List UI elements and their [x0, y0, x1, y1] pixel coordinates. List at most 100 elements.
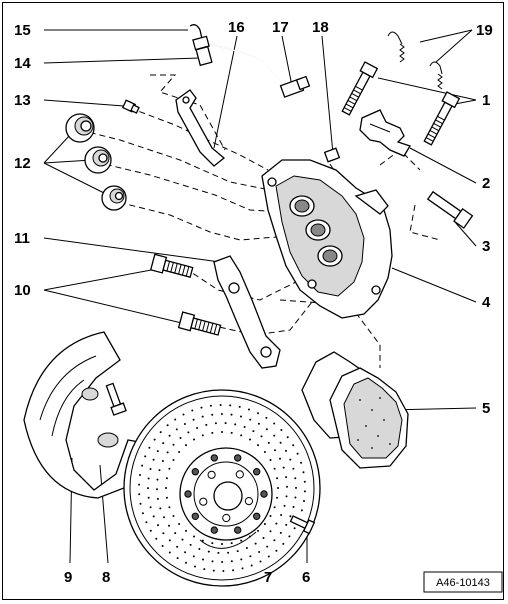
- disc-drill-hole: [294, 496, 297, 499]
- disc-screw: [289, 515, 316, 535]
- disc-drill-hole: [279, 457, 281, 460]
- disc-drill-hole: [267, 441, 270, 444]
- disc-drill-hole: [245, 547, 248, 549]
- disc-drill-hole: [174, 418, 177, 421]
- disc-drill-hole: [249, 535, 251, 538]
- disc-drill-hole: [211, 560, 214, 563]
- disc-drill-hole: [273, 422, 276, 425]
- disc-drill-hole: [249, 418, 252, 421]
- callout-17: 17: [272, 19, 289, 36]
- disc-drill-hole: [196, 427, 199, 429]
- callout-2: 2: [482, 175, 490, 192]
- disc-drill-hole: [243, 426, 246, 428]
- disc-drill-hole: [273, 467, 276, 470]
- brake-caliper: [261, 159, 393, 319]
- disc-drill-hole: [172, 459, 175, 461]
- wheel-stud-hole: [235, 470, 244, 479]
- springs: [387, 31, 443, 90]
- disc-drill-hole: [176, 557, 179, 560]
- bleed-screw: [121, 99, 140, 114]
- callout-5: 5: [482, 400, 490, 417]
- figure-frame: [2, 2, 504, 600]
- callout-7: 7: [264, 569, 272, 586]
- disc-drill-hole: [288, 535, 291, 538]
- disc-drill-hole: [162, 442, 165, 445]
- disc-drill-hole: [184, 551, 187, 554]
- callout-9: 9: [64, 569, 72, 586]
- hub-bolt-hole: [234, 526, 242, 534]
- disc-drill-hole: [157, 524, 159, 527]
- disc-drill-hole: [266, 545, 269, 548]
- disc-drill-hole: [229, 404, 232, 407]
- disc-drill-hole: [289, 458, 292, 461]
- disc-drill-hole: [269, 459, 272, 461]
- bracket-bolts: [149, 253, 222, 336]
- disc-drill-hole: [240, 558, 243, 561]
- disc-drill-hole: [276, 496, 279, 499]
- disc-drill-hole: [147, 487, 149, 490]
- disc-drill-hole: [259, 560, 262, 563]
- hub-bolt-hole: [210, 526, 219, 534]
- disc-drill-hole: [168, 524, 170, 527]
- disc-drill-hole: [185, 444, 187, 447]
- disc-drill-hole: [221, 431, 223, 433]
- disc-drill-hole: [269, 530, 272, 533]
- callout-12: 12: [14, 155, 31, 172]
- disc-drill-hole: [292, 444, 295, 447]
- disc-drill-hole: [159, 431, 162, 434]
- disc-drill-hole: [227, 551, 230, 554]
- disc-drill-hole: [193, 438, 195, 441]
- disc-drill-hole: [257, 412, 259, 415]
- callout-13: 13: [14, 92, 31, 109]
- disc-drill-hole: [249, 555, 252, 558]
- disc-drill-hole: [155, 537, 158, 540]
- callout-18: 18: [312, 19, 329, 36]
- brake-pads: [301, 351, 409, 469]
- assembly-dashed-lines: [79, 74, 441, 368]
- disc-drill-hole: [292, 506, 295, 508]
- disc-drill-hole: [201, 539, 204, 542]
- disc-drill-hole: [144, 455, 147, 458]
- disc-drill-hole: [149, 529, 152, 532]
- retaining-spring: [359, 109, 411, 157]
- disc-drill-hole: [265, 428, 268, 431]
- disc-drill-hole: [285, 495, 288, 498]
- disc-drill-hole: [285, 476, 288, 479]
- callout-14: 14: [14, 55, 31, 72]
- disc-drill-hole: [273, 539, 276, 542]
- disc-drill-hole: [276, 477, 279, 480]
- disc-drill-hole: [217, 551, 220, 554]
- adapter-bracket: [213, 255, 281, 369]
- hub-bolt-hole: [234, 454, 242, 462]
- callout-16: 16: [228, 19, 245, 36]
- disc-drill-hole: [189, 543, 192, 546]
- disc-drill-hole: [152, 515, 155, 518]
- disc-drill-hole: [230, 560, 233, 563]
- disc-drill-hole: [166, 424, 169, 427]
- disc-drill-hole: [165, 487, 167, 489]
- disc-drill-hole: [147, 477, 150, 480]
- disc-drill-hole: [168, 551, 171, 554]
- disc-drill-hole: [211, 413, 214, 416]
- disc-drill-hole: [192, 418, 195, 421]
- disc-drill-hole: [219, 404, 222, 406]
- disc-drill-hole: [283, 504, 286, 507]
- disc-drill-hole: [147, 496, 150, 499]
- wheel-stud-hole: [207, 470, 216, 479]
- disc-drill-hole: [275, 549, 278, 552]
- splash-shield: [23, 331, 151, 499]
- disc-drill-hole: [148, 446, 151, 449]
- disc-drill-hole: [194, 565, 196, 568]
- disc-drill-hole: [292, 467, 295, 470]
- hose-bracket: [175, 89, 226, 167]
- disc-drill-hole: [240, 415, 242, 418]
- hub-bolt-hole: [260, 490, 268, 498]
- disc-drill-hole: [172, 443, 175, 446]
- callout-11: 11: [14, 230, 30, 247]
- disc-drill-hole: [198, 548, 201, 550]
- callout-10: 10: [14, 282, 31, 299]
- disc-drill-hole: [302, 471, 305, 474]
- figure-reference: A46-10143: [423, 571, 503, 593]
- disc-drill-hole: [201, 415, 204, 418]
- disc-drill-hole: [159, 507, 162, 510]
